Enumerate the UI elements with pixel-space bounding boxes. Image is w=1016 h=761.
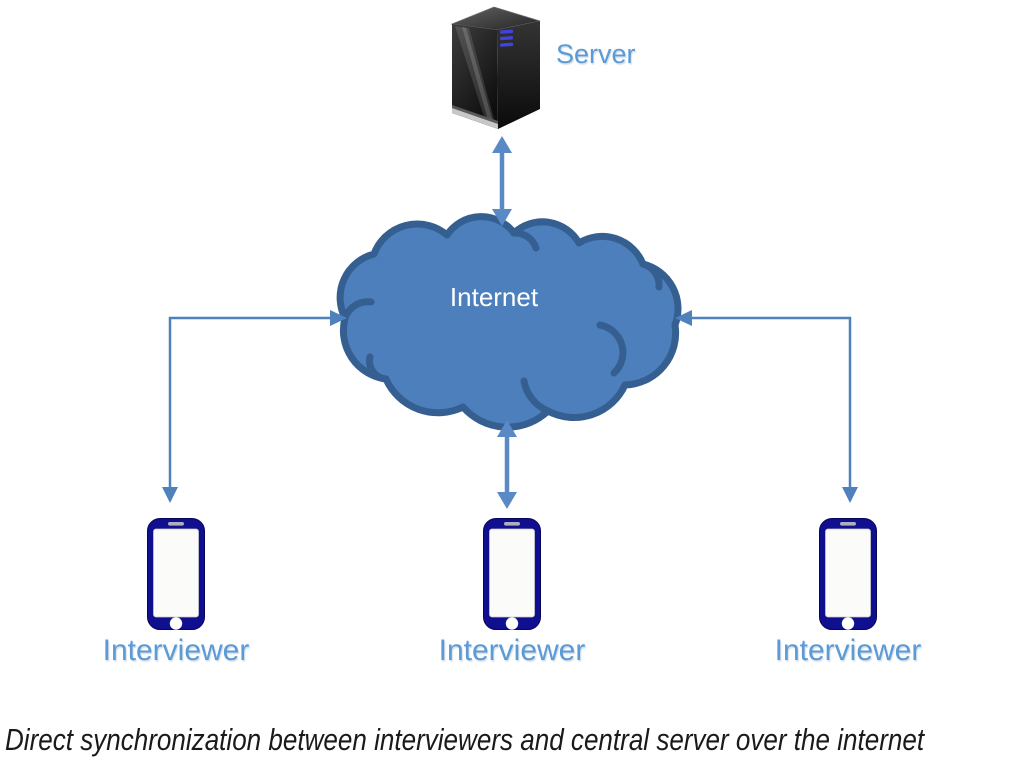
interviewer-label-center: Interviewer	[438, 634, 586, 667]
interviewer-label-left: Interviewer	[102, 634, 250, 667]
server-label: Server	[556, 39, 636, 69]
arrow-server-internet	[492, 136, 512, 226]
internet-cloud	[336, 213, 682, 431]
arrow-internet-interviewer-center	[497, 420, 517, 509]
diagram-caption: Direct synchronization between interview…	[5, 722, 925, 757]
smartphone-icon	[147, 518, 205, 630]
arrow-internet-interviewer-right	[675, 310, 858, 503]
arrow-internet-interviewer-left	[162, 310, 347, 503]
smartphone-icon	[483, 518, 541, 630]
server-led-lights	[499, 29, 514, 47]
smartphone-icon	[819, 518, 877, 630]
server-tower-icon	[450, 6, 541, 129]
cloud-shape	[336, 213, 682, 431]
internet-label: Internet	[449, 282, 539, 312]
interviewer-label-right: Interviewer	[774, 634, 922, 667]
cloud-inner-notches	[341, 229, 663, 415]
